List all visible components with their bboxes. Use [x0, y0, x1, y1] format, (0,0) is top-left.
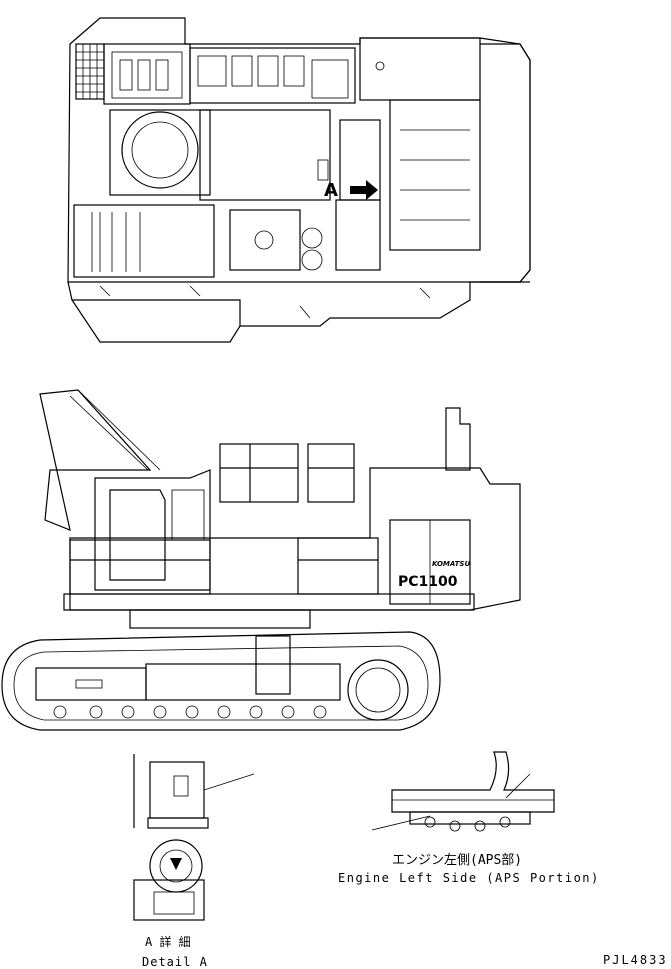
detail-a-view	[133, 754, 255, 921]
side-view: PC1100 KOMATSU	[1, 389, 521, 731]
detail-a-marker: A	[324, 180, 338, 201]
engine-view-caption-en: Engine Left Side (APS Portion)	[338, 871, 600, 885]
detail-a-caption-jp: A 詳 細	[145, 934, 191, 949]
engine-view-caption-jp: エンジン左側(APS部)	[392, 853, 522, 868]
model-label: PC1100	[398, 574, 458, 590]
detail-a-caption-en: Detail A	[142, 955, 208, 969]
drawing-number: PJL4833	[603, 953, 668, 967]
brand-label: KOMATSU	[432, 560, 470, 568]
arrow-right-icon	[350, 180, 378, 200]
engine-left-side-view	[371, 751, 555, 832]
top-view: A	[67, 17, 531, 343]
